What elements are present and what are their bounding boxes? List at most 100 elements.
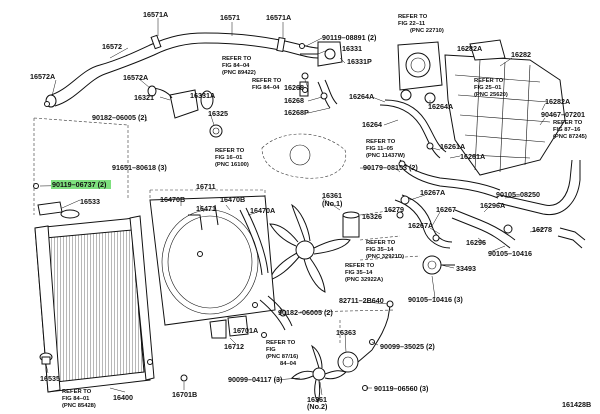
svg-text:(PNC 87245): (PNC 87245): [553, 134, 587, 140]
label-16535: 16535: [40, 374, 60, 383]
fan-coupling: [342, 211, 360, 238]
label-16267: 16267: [436, 205, 456, 214]
bypass-hose: [317, 79, 338, 109]
ref-fig-87: REFER TO FIG (PNC 87/16) 84–04: [266, 340, 298, 367]
highlight-90119-06737: [51, 180, 111, 189]
fasteners: [44, 87, 308, 382]
svg-text:REFER TO: REFER TO: [252, 78, 282, 84]
svg-text:(PNC 85428): (PNC 85428): [62, 403, 96, 409]
svg-text:FIG 35–14: FIG 35–14: [345, 270, 373, 276]
throttle-body: [397, 41, 443, 104]
label-16470B: 16470B: [160, 195, 185, 204]
label-16279: 16279: [384, 205, 404, 214]
ref-fig-16-01: REFER TO FIG 16–01 (PNC 16100): [215, 148, 249, 168]
fan-motor: [337, 349, 373, 373]
label-16572: 16572: [102, 42, 122, 51]
svg-text:FIG 84–04: FIG 84–04: [222, 63, 250, 69]
label-90105-10416: 90105–10416: [488, 249, 532, 258]
ref-fig-84-04-89422: REFER TO FIG 84–04 (PNC 89422): [222, 56, 256, 76]
lower-hose: [209, 295, 293, 339]
water-pipe: [497, 159, 586, 249]
label-90105-10416-3: 90105–10416 (3): [408, 295, 463, 304]
fan-shroud: [149, 195, 276, 326]
svg-text:FIG 84–01: FIG 84–01: [62, 396, 90, 402]
svg-text:FIG 87–16: FIG 87–16: [553, 127, 581, 133]
label-90119-06560: 90119–06560 (3): [374, 384, 429, 393]
svg-text:FIG 11–05: FIG 11–05: [366, 146, 394, 152]
valve-33493: [422, 255, 455, 275]
label-16571A: 16571A: [266, 13, 291, 22]
ref-fig-11-05: REFER TO FIG 11–05 (PNC 11437W): [366, 139, 405, 159]
ref-fig-84-01: REFER TO FIG 84–01 (PNC 85428): [62, 389, 96, 409]
radiator: [34, 215, 155, 393]
label-16296: 16296: [466, 238, 486, 247]
ref-fig-35-14-32921d: REFER TO FIG 35–14 (PNC 32921D): [366, 240, 404, 260]
svg-text:FIG 35–14: FIG 35–14: [366, 247, 394, 253]
label-90179-08153: 90179–08153 (2): [363, 163, 418, 172]
part-labels: 16571A 16571 16571A 90119–08891 (2) 1633…: [30, 10, 585, 411]
label-16363: 16363: [336, 328, 356, 337]
intake-manifold: [444, 39, 566, 176]
svg-text:FIG 84–04: FIG 84–04: [252, 85, 280, 91]
label-16711: 16711: [196, 182, 216, 191]
label-90099-35025: 90099–35025 (2): [380, 342, 435, 351]
label-16278: 16278: [532, 225, 552, 234]
label-16282A: 16282A: [545, 97, 570, 106]
water-bypass-hoses: [379, 99, 501, 199]
label-90119-08891: 90119–08891 (2): [322, 33, 377, 42]
label-16470B: 16470B: [220, 195, 245, 204]
label-16326: 16326: [362, 212, 382, 221]
leader-lines: [39, 18, 546, 396]
cooling-fan-no2: [291, 344, 347, 404]
label-90119-06737: 90119–06737 (2): [52, 180, 107, 189]
label-33493: 33493: [456, 264, 476, 273]
label-91651-80618: 91651–80618 (3): [112, 163, 167, 172]
thermostat-housing: [147, 85, 223, 138]
radiator-cap: [33, 183, 80, 219]
svg-text:(PNC 32921D): (PNC 32921D): [366, 254, 404, 260]
svg-text:REFER TO: REFER TO: [222, 56, 252, 62]
label-82711-2B640: 82711–2B640: [339, 296, 384, 305]
label-16264A: 16264A: [349, 92, 374, 101]
label-16268: 16268: [284, 96, 304, 105]
svg-text:FIG 22–11: FIG 22–11: [398, 21, 426, 27]
label-16268P: 16268P: [284, 108, 309, 117]
label-16264: 16264: [362, 120, 382, 129]
label-16331P: 16331P: [347, 57, 372, 66]
svg-text:(PNC 16100): (PNC 16100): [215, 162, 249, 168]
svg-text:(PNC 32922A): (PNC 32922A): [345, 277, 383, 283]
label-16268: 16268: [284, 83, 304, 92]
label-16572A: 16572A: [30, 72, 55, 81]
label-16296A: 16296A: [480, 201, 505, 210]
svg-text:84–04: 84–04: [280, 361, 297, 367]
label-16321: 16321: [134, 93, 154, 102]
label-16267A: 16267A: [408, 221, 433, 230]
svg-text:(PNC 87/16): (PNC 87/16): [266, 354, 298, 360]
label-16571A: 16571A: [143, 10, 168, 19]
svg-text:REFER TO: REFER TO: [215, 148, 245, 154]
svg-text:REFER TO: REFER TO: [553, 120, 583, 126]
hose-16267: [394, 194, 453, 249]
label-90182-06005: 90182–06005 (2): [92, 113, 147, 122]
water-outlet: [299, 41, 343, 97]
diagram-id: 161428B: [562, 400, 591, 409]
water-pump: [261, 133, 347, 179]
svg-text:(PNC 25620): (PNC 25620): [474, 92, 508, 98]
svg-text:(PNC 22710): (PNC 22710): [410, 28, 444, 34]
hose-16571: [150, 32, 319, 59]
drain-plug: [39, 352, 53, 365]
svg-text:REFER TO: REFER TO: [366, 139, 396, 145]
label-16264A: 16264A: [428, 102, 453, 111]
label-16361-no2: (No.2): [307, 402, 328, 411]
label-90105-08250: 90105–08250: [496, 190, 540, 199]
label-16261A: 16261A: [440, 142, 465, 151]
label-16361-no1: (No.1): [322, 199, 343, 208]
label-16701A: 16701A: [233, 326, 258, 335]
label-16267A: 16267A: [420, 188, 445, 197]
assembly-outlines: [33, 117, 421, 345]
label-16533: 16533: [80, 197, 100, 206]
ref-fig-22-11: REFER TO FIG 22–11 (PNC 22710): [398, 14, 444, 34]
label-90467-07201: 90467–07201: [541, 110, 585, 119]
label-16282: 16282: [511, 50, 531, 59]
label-16325: 16325: [208, 109, 228, 118]
